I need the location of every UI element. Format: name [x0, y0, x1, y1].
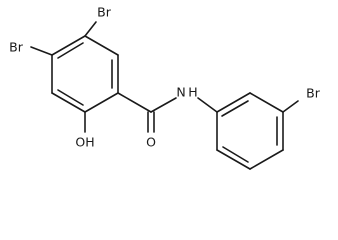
atom-label-br-right: Br — [306, 86, 321, 101]
ring-bond — [84, 92, 119, 113]
atom-label-br-top: Br — [97, 5, 112, 20]
atom-label-carbonyl-oxygen: O — [146, 135, 156, 150]
molecule-structure-diagram: Br Br OH O N H Br — [9, 5, 321, 170]
ring-bond-inner — [222, 146, 249, 163]
bond-c3-br — [282, 100, 299, 113]
bond-c-n — [150, 97, 177, 113]
bond-c4-br — [30, 46, 53, 56]
right-benzene-ring — [216, 92, 284, 170]
ring-bond — [249, 149, 284, 170]
bond-c5-br — [84, 21, 97, 37]
bond-c1-carbonyl — [117, 92, 152, 113]
atom-label-hydroxyl: OH — [75, 135, 94, 150]
left-benzene-ring — [51, 35, 119, 113]
ring-bond-inner — [57, 89, 84, 106]
ring-bond — [51, 35, 86, 56]
atom-label-amide-hydrogen: H — [188, 85, 197, 100]
atom-label-br-left: Br — [9, 40, 24, 55]
bond-n-c — [197, 97, 218, 113]
ring-bond — [249, 92, 284, 113]
ring-bond-inner — [221, 100, 249, 117]
ring-bond — [51, 92, 86, 113]
ring-bond — [216, 92, 251, 113]
ring-bond — [84, 35, 119, 56]
ring-bond-inner — [57, 42, 84, 59]
atom-label-amide-nitrogen: N — [176, 85, 185, 100]
ring-bond — [216, 149, 251, 170]
